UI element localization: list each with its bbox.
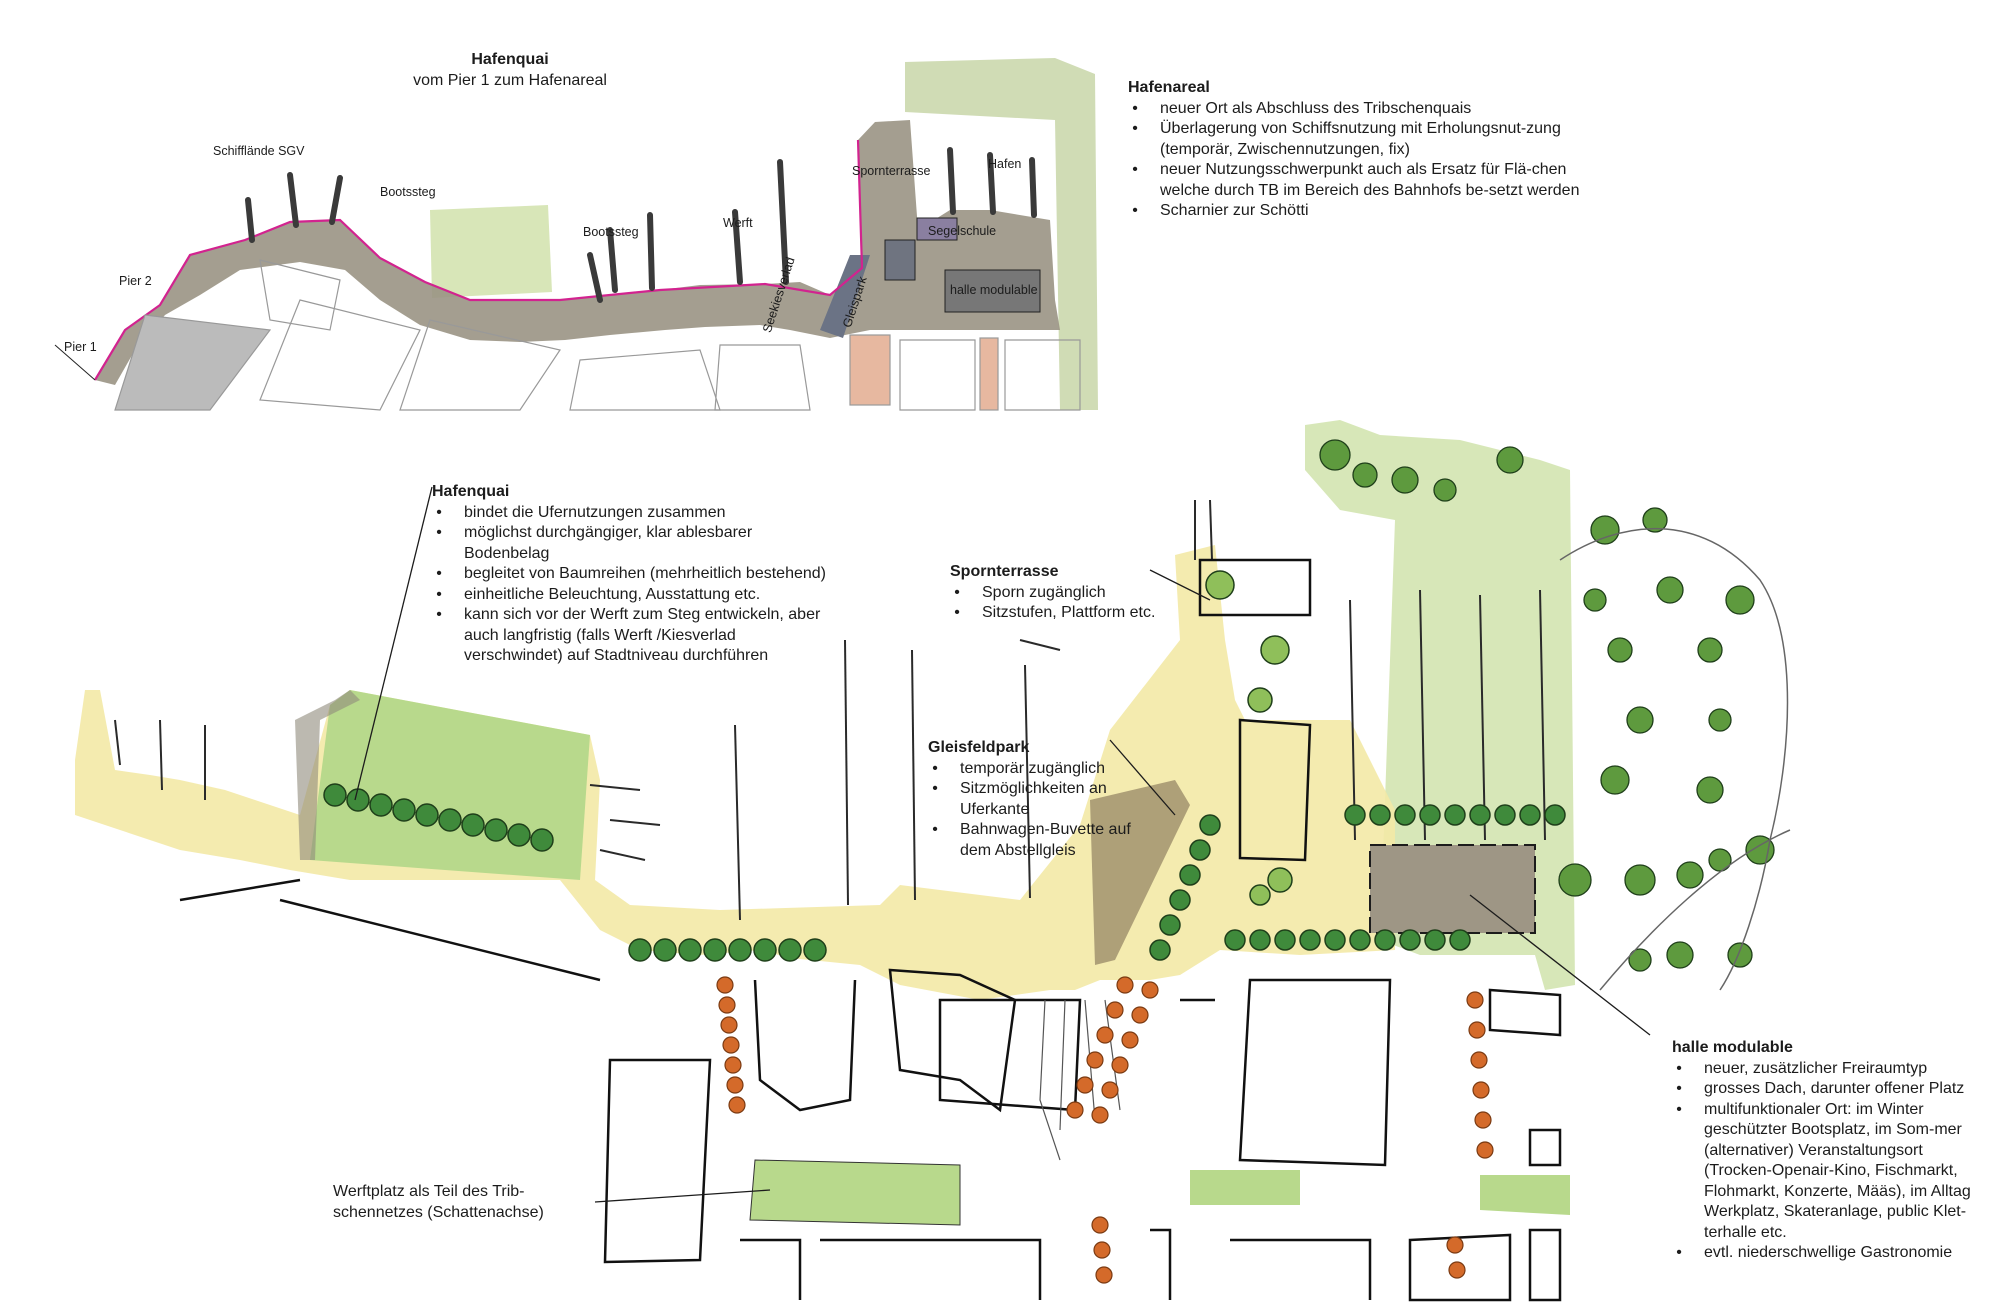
- label-hafen: Hafen: [988, 157, 1022, 171]
- label-pier1: Pier 1: [64, 340, 97, 354]
- werftplatz-block: Werftplatz als Teil des Trib- schennetze…: [333, 1182, 593, 1223]
- quay-edge-magenta: [94, 139, 864, 381]
- top-piers: [245, 147, 1037, 303]
- top-city-blocks: [114, 259, 1081, 411]
- label-schifflaende: Schifflände SGV: [213, 144, 305, 158]
- label-werft: Werft: [723, 216, 753, 230]
- hafenquai-list: bindet die Ufernutzungen zusammen möglic…: [432, 503, 832, 667]
- spornterrasse-list: Sporn zugänglich Sitzstufen, Plattform e…: [950, 583, 1195, 624]
- top-map-title: Hafenquai: [471, 51, 549, 68]
- hafenquai-block: Hafenquai bindet die Ufernutzungen zusam…: [432, 482, 832, 667]
- label-bootssteg-2: Bootssteg: [583, 225, 639, 239]
- hafenquai-item: möglichst durchgängiger, klar ablesbarer…: [432, 523, 832, 564]
- label-bootssteg-1: Bootssteg: [380, 185, 436, 199]
- quay-grey-top: [95, 120, 1060, 385]
- building-top-rect: [884, 239, 916, 281]
- halle-modulable-roof: [1369, 844, 1536, 934]
- label-pier2: Pier 2: [119, 274, 152, 288]
- label-halle-top: halle modulable: [950, 283, 1038, 297]
- gleisfeldpark-item: temporär zugänglich: [928, 759, 1133, 780]
- promenade-yellow: [75, 545, 1395, 1000]
- halle-modulable-heading: halle modulable: [1672, 1039, 1793, 1056]
- halle-modulable-block: halle modulable neuer, zusätzlicher Frei…: [1672, 1038, 1992, 1264]
- hafenareal-item: neuer Nutzungsschwerpunkt auch als Ersat…: [1128, 160, 1588, 201]
- hafenareal-heading: Hafenareal: [1128, 79, 1210, 96]
- gleispark-strip-top: [820, 255, 870, 338]
- halle-modulable-list: neuer, zusätzlicher Freiraumtyp grosses …: [1672, 1059, 1992, 1264]
- werft-park-grey: [295, 690, 360, 860]
- park-path-2: [1599, 829, 1791, 991]
- bottom-detail-map: [75, 420, 1791, 1302]
- gleisfeldpark-item: Sitzmöglichkeiten an Uferkante: [928, 779, 1133, 820]
- werftplatz-green-2: [1190, 1170, 1300, 1205]
- halle-modulable-item: multifunktionaler Ort: im Winter geschüt…: [1672, 1100, 1992, 1244]
- halle-modulable-item: neuer, zusätzlicher Freiraumtyp: [1672, 1059, 1992, 1080]
- werftplatz-green-3: [1480, 1175, 1570, 1215]
- hafenquai-item: einheitliche Beleuchtung, Ausstattung et…: [432, 585, 832, 606]
- hafenareal-item: neuer Ort als Abschluss des Tribschenqua…: [1128, 99, 1588, 120]
- spornterrasse-item: Sporn zugänglich: [950, 583, 1195, 604]
- hafenquai-heading: Hafenquai: [432, 483, 510, 500]
- spornterrasse-heading: Spornterrasse: [950, 563, 1059, 580]
- street-trees-orange: [716, 976, 1494, 1284]
- bottom-buildings: [179, 558, 1562, 1302]
- hafenquai-item: begleitet von Baumreihen (mehrheitlich b…: [432, 564, 832, 585]
- hafenquai-item: bindet die Ufernutzungen zusammen: [432, 503, 832, 524]
- werft-park-green: [310, 690, 590, 880]
- hill-green-area: [905, 58, 1098, 410]
- gleisfeldpark-heading: Gleisfeldpark: [928, 739, 1030, 756]
- label-spornterrasse: Spornterrasse: [852, 164, 931, 178]
- top-map-title-block: Hafenquai vom Pier 1 zum Hafenareal: [385, 50, 635, 91]
- top-map-subtitle: vom Pier 1 zum Hafenareal: [413, 71, 607, 89]
- spornterrasse-block: Spornterrasse Sporn zugänglich Sitzstufe…: [950, 562, 1195, 624]
- gleisfeldpark-item: Bahnwagen-Buvette auf dem Abstellgleis: [928, 820, 1133, 861]
- gleisfeldpark-block: Gleisfeldpark temporär zugänglich Sitzmö…: [928, 738, 1133, 861]
- label-segelschule: Segelschule: [928, 224, 997, 238]
- park-green-top: [430, 205, 552, 298]
- werftplatz-green: [749, 1159, 961, 1226]
- annotation-leaders: [354, 486, 1651, 1203]
- spornterrasse-item: Sitzstufen, Plattform etc.: [950, 603, 1195, 624]
- hafenareal-item: Überlagerung von Schiffsnutzung mit Erho…: [1128, 119, 1588, 160]
- hafenquai-item: kann sich vor der Werft zum Steg entwick…: [432, 605, 832, 667]
- park-path: [1559, 528, 1789, 991]
- halle-top-rect: [944, 269, 1041, 313]
- park-trees: [1319, 439, 1775, 972]
- segelschule-top-rect: [916, 217, 958, 241]
- hafenareal-block: Hafenareal neuer Ort als Abschluss des T…: [1128, 78, 1588, 222]
- gleisfeldpark-list: temporär zugänglich Sitzmöglichkeiten an…: [928, 759, 1133, 862]
- pier1-leader: [54, 344, 96, 381]
- top-overview-map: [54, 58, 1098, 411]
- halle-modulable-item: evtl. niederschwellige Gastronomie: [1672, 1243, 1992, 1264]
- werftplatz-line-2: schennetzes (Schattenachse): [333, 1203, 544, 1221]
- tree-rows-green: [323, 570, 1566, 962]
- werftplatz-line-1: Werftplatz als Teil des Trib-: [333, 1183, 525, 1200]
- halle-modulable-item: grosses Dach, darunter offener Platz: [1672, 1079, 1992, 1100]
- hafenareal-list: neuer Ort als Abschluss des Tribschenqua…: [1128, 99, 1588, 222]
- hafenareal-item: Scharnier zur Schötti: [1128, 201, 1588, 222]
